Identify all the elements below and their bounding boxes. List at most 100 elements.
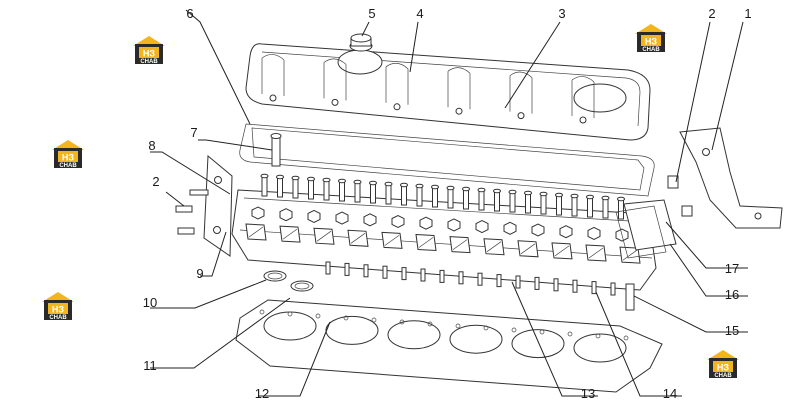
cover-bolt [269, 94, 277, 102]
lower-stud [401, 267, 407, 281]
bracket-bolts [175, 189, 209, 235]
valve-cap [322, 177, 331, 183]
valve-stem [292, 177, 299, 199]
logo-mark: HЗ [645, 37, 657, 47]
callout-number: 9 [196, 266, 203, 281]
callout-number: 14 [663, 386, 677, 401]
port-hatch [384, 235, 400, 246]
cover-bolt [517, 112, 525, 120]
valve-stem [261, 175, 268, 197]
head-bolt [419, 216, 433, 230]
valve-cap [493, 188, 501, 194]
logo-mark: HЗ [143, 49, 155, 59]
valve-stem [370, 182, 376, 204]
lower-stud [458, 271, 464, 285]
head-bolt [475, 220, 489, 234]
valve-cap [617, 196, 625, 202]
cover-rib [571, 76, 595, 118]
head-bolt [363, 213, 377, 227]
gasket-hole [399, 319, 405, 325]
valve-stem [308, 178, 314, 200]
callout-number: 13 [581, 386, 595, 401]
valve-cap [462, 186, 470, 192]
seal-ring [290, 280, 314, 292]
logo-sub: CHAB [59, 163, 77, 169]
callout-number: 7 [190, 125, 197, 140]
callout-number: 4 [416, 6, 423, 21]
callout-number: 5 [368, 6, 375, 21]
valve-stem [587, 196, 593, 218]
port-hatch [418, 237, 434, 248]
head-bolt [531, 223, 545, 237]
valve-stem [385, 183, 392, 205]
callout-number: 17 [725, 261, 739, 276]
head-bolt [251, 206, 265, 220]
valve-stem [556, 194, 562, 216]
gasket-hole [455, 323, 461, 329]
head-bolts [251, 206, 629, 296]
valve-cap [353, 179, 362, 185]
cover-plate [623, 199, 677, 251]
valve-stem [494, 190, 500, 212]
head-bolt [559, 225, 573, 239]
lower-stud [382, 265, 388, 279]
valve-cap [276, 174, 284, 180]
valve-stem [447, 187, 454, 209]
callout-number: 3 [558, 6, 565, 21]
logo-sub: CHAB [714, 373, 732, 379]
lower-stud [420, 268, 426, 282]
gasket-hole [483, 325, 489, 331]
gasket-hole [427, 321, 433, 327]
gasket-hole [539, 329, 545, 335]
valve-stem [525, 192, 531, 214]
valve-cap [570, 193, 579, 199]
valve-stems [260, 173, 625, 220]
cover-rib [323, 58, 347, 101]
callout-number: 12 [255, 386, 269, 401]
callout-number: 6 [186, 6, 193, 21]
callout-number: 16 [725, 287, 739, 302]
lower-stud [610, 282, 616, 296]
valve-stem [618, 198, 624, 220]
head-bolt [279, 208, 293, 222]
gasket-hole [259, 309, 265, 315]
cover-rib [385, 62, 409, 105]
cover-rib [261, 54, 285, 96]
port-hatch [520, 243, 536, 255]
lower-stud [477, 272, 483, 286]
valve-stem [432, 186, 438, 208]
seal-ring [263, 270, 287, 282]
valve-stem [540, 193, 547, 215]
lower-stud [439, 269, 445, 283]
valve-stem [354, 181, 361, 203]
head-bolt [391, 214, 405, 229]
gasket-hole [567, 331, 573, 337]
head-bolt [335, 211, 349, 225]
brand-logo: HЗ CHAB [707, 350, 739, 379]
valve-cap [260, 173, 269, 179]
engine-bracket [679, 127, 783, 229]
gasket-bore [573, 333, 627, 363]
valve-cap [477, 187, 486, 193]
port-hatch [282, 228, 298, 240]
gasket-bores [259, 309, 629, 363]
gasket-bore [387, 320, 441, 350]
valve-cap [291, 175, 300, 181]
port-hatch [316, 230, 332, 242]
logo-mark: HЗ [52, 305, 64, 315]
dowel-pin [625, 283, 635, 311]
logo-mark: HЗ [717, 363, 729, 373]
valve-cap [338, 178, 346, 184]
valve-stem [401, 184, 407, 206]
logo-sub: CHAB [642, 47, 660, 53]
valve-cap [555, 192, 563, 198]
gasket-bore [325, 315, 379, 345]
gasket-hole [511, 327, 517, 333]
intake-ports [245, 223, 641, 264]
gasket-bore [511, 329, 565, 359]
callout-number: 15 [725, 323, 739, 338]
brand-logo: HЗ CHAB [133, 36, 165, 65]
valve-cap [446, 185, 455, 191]
